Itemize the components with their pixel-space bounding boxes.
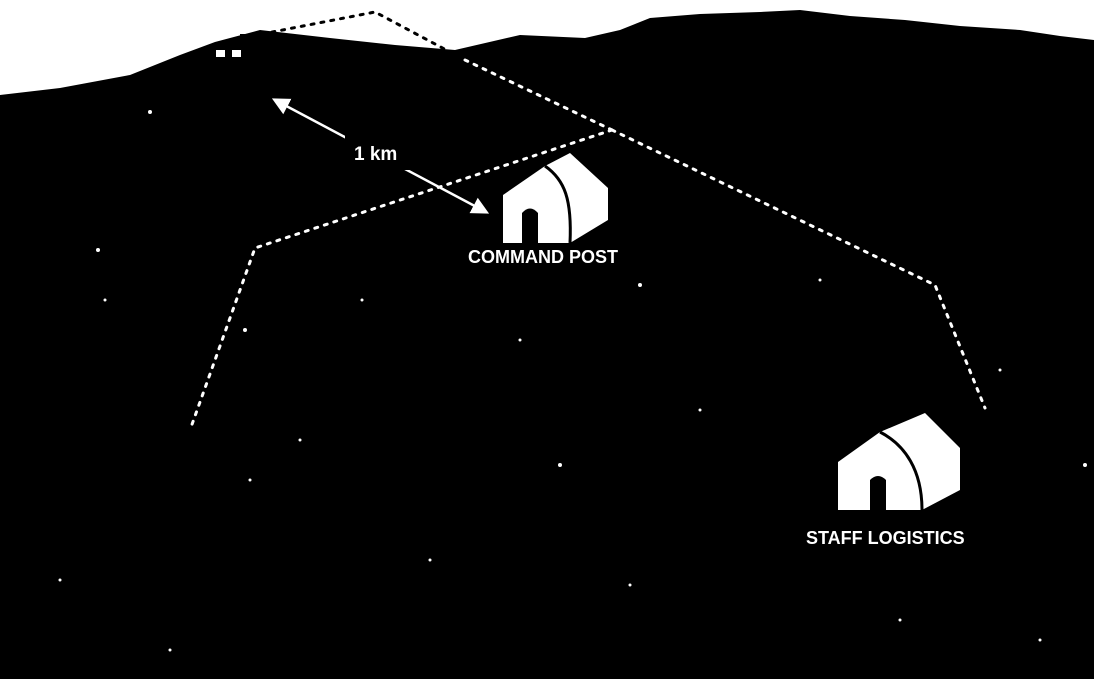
command-post-label: COMMAND POST [468, 247, 618, 268]
staff-logistics-label: STAFF LOGISTICS [806, 528, 965, 549]
terrain [0, 10, 1094, 679]
distance-label: 1 km [354, 144, 397, 166]
